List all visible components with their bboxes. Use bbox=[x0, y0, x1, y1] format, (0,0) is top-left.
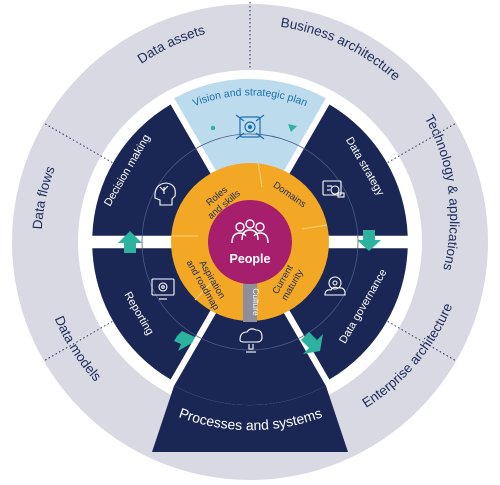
flow-arrows bbox=[118, 230, 381, 354]
people-center bbox=[208, 200, 292, 284]
inner-guide-circle bbox=[141, 133, 359, 351]
gear-cloud-icon bbox=[324, 276, 346, 296]
outer-ring-dividers bbox=[42, 2, 458, 362]
head-arrows-icon bbox=[154, 182, 176, 206]
culture-bar bbox=[243, 282, 257, 322]
vision-arrows bbox=[210, 124, 297, 132]
target-network-icon bbox=[235, 114, 265, 140]
processes-systems-tab[interactable] bbox=[152, 385, 348, 452]
label-people: People bbox=[230, 252, 271, 266]
chart-report-icon bbox=[322, 180, 345, 198]
monitor-gear-icon bbox=[151, 278, 175, 300]
segment-vision[interactable] bbox=[174, 78, 326, 230]
lightbulb-cloud-icon bbox=[239, 328, 263, 353]
core-dividers bbox=[172, 161, 328, 301]
label-culture: Culture bbox=[251, 288, 261, 316]
people-group-icon bbox=[231, 219, 269, 244]
